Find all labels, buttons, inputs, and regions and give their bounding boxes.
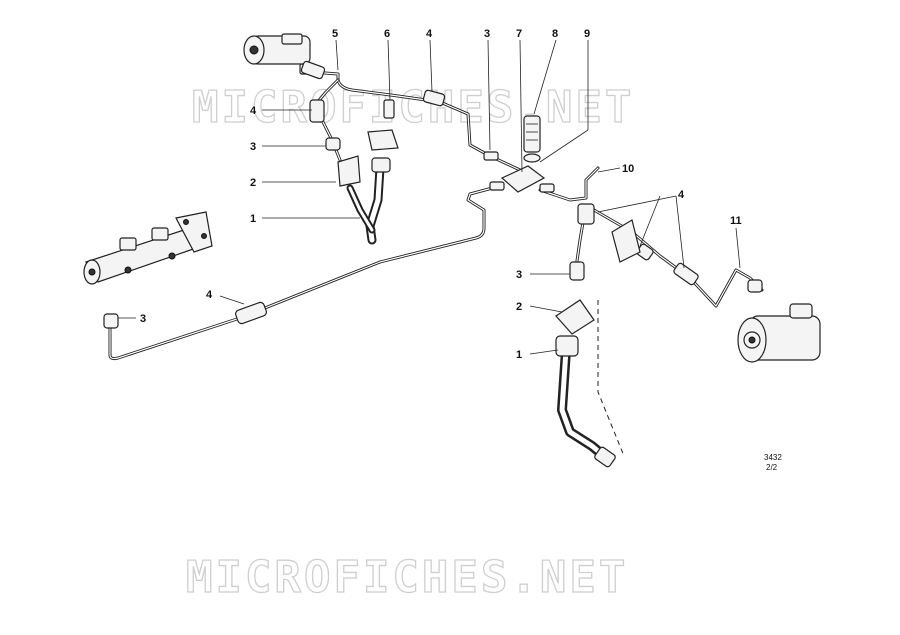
brackets: [337, 129, 641, 335]
master-cylinder: [83, 211, 213, 285]
callout-2: 2: [516, 301, 522, 313]
callout-1: 1: [516, 349, 522, 361]
callout-3: 3: [484, 28, 490, 40]
callout-7: 7: [516, 28, 522, 40]
callout-4: 4: [250, 105, 257, 117]
callout-8: 8: [552, 28, 558, 40]
callout-6: 6: [384, 28, 390, 40]
flex-hose-right: [555, 335, 616, 468]
flex-hose-left: [346, 157, 391, 245]
callout-3: 3: [516, 269, 522, 281]
callout-10: 10: [622, 163, 634, 175]
callout-4: 4: [426, 28, 433, 40]
reference-page: 2/2: [766, 463, 778, 472]
callout-2: 2: [250, 177, 256, 189]
watermark-top: MICROFICHES.NET: [192, 82, 634, 133]
wheel-dashed-outline: [597, 300, 625, 457]
callout-3: 3: [250, 141, 256, 153]
rear-wheel-cylinder: [737, 303, 821, 363]
callout-3: 3: [140, 313, 146, 325]
callout-labels: 5 6 4 3 7 8 9 4 3 2 1 10 4 11 3 2 1 4 3: [140, 28, 742, 361]
callout-4: 4: [206, 289, 213, 301]
callout-5: 5: [332, 28, 338, 40]
callout-4: 4: [678, 189, 685, 201]
watermark-bottom: MICROFICHES.NET: [186, 552, 628, 603]
callout-1: 1: [250, 213, 256, 225]
callout-9: 9: [584, 28, 590, 40]
callout-11: 11: [730, 215, 742, 227]
fittings: [103, 60, 763, 329]
junction-block: [483, 151, 555, 193]
stop-light-switch: [523, 115, 541, 163]
leader-lines: [118, 39, 741, 355]
reference-code: 3432: [764, 453, 782, 462]
